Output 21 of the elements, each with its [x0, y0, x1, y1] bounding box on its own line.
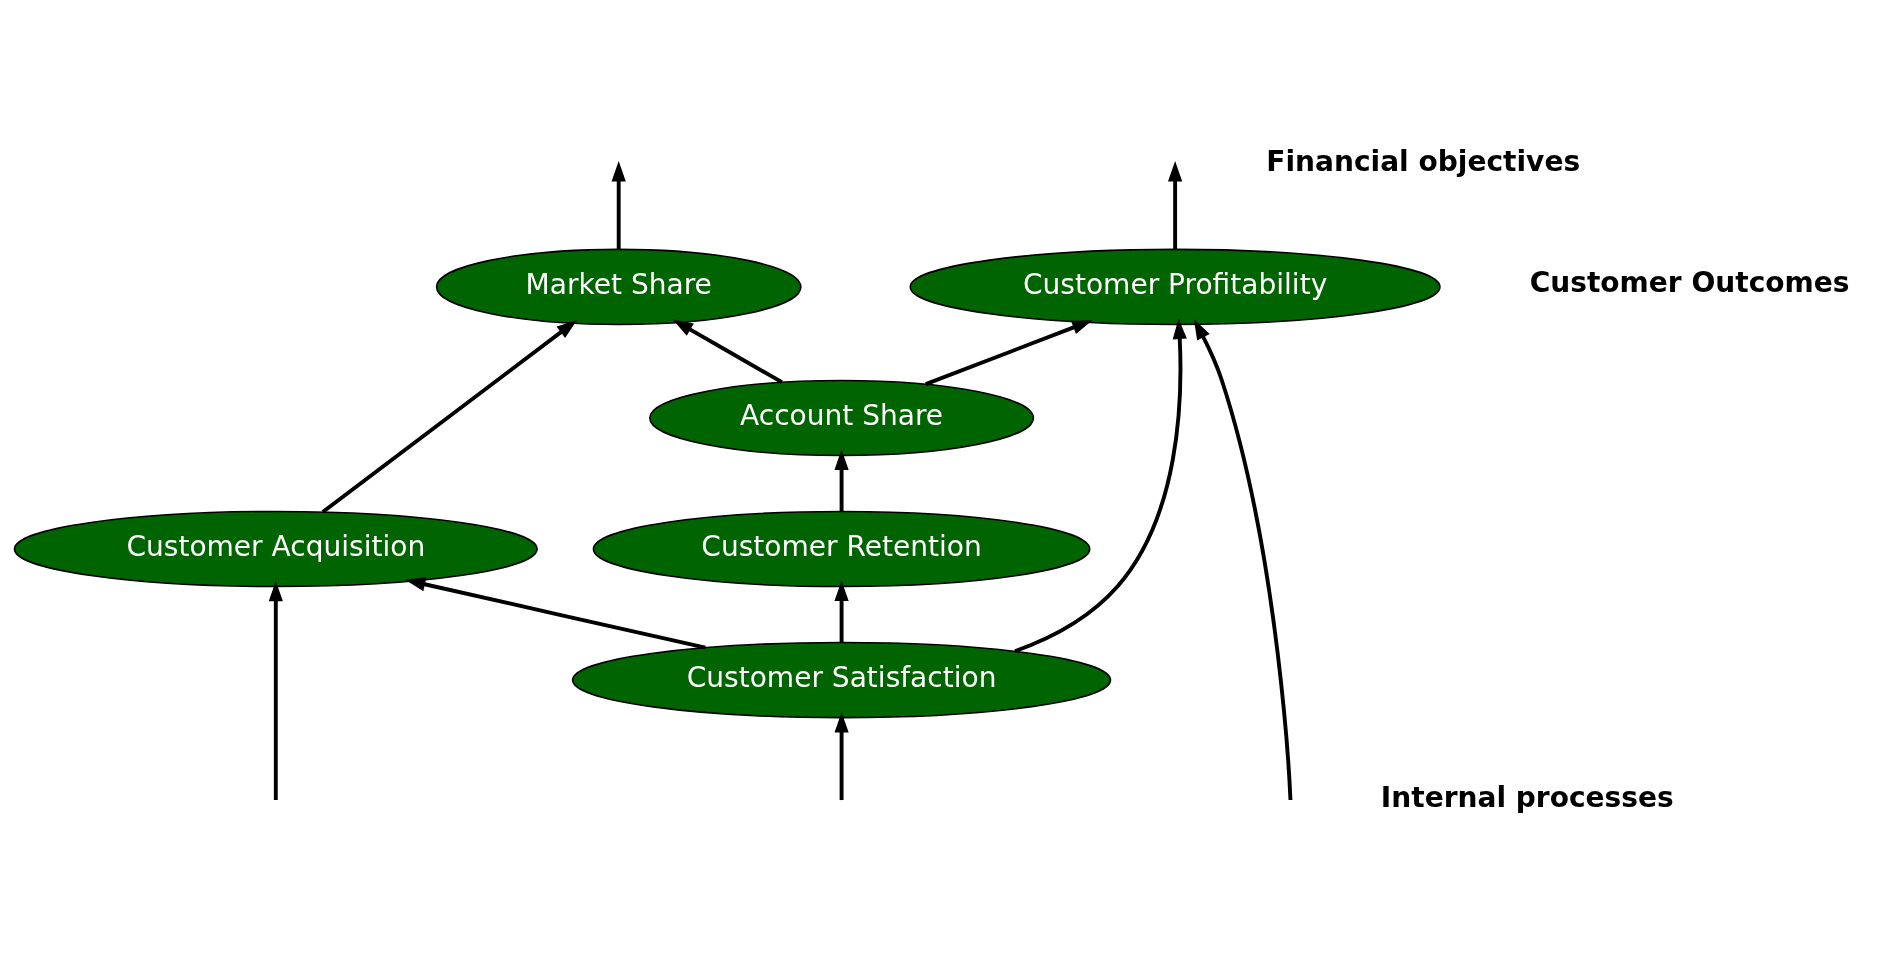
- arrow: [321, 319, 577, 514]
- node-ellipse: Market Share: [435, 248, 802, 325]
- arrow: [611, 160, 626, 249]
- arrow: [268, 580, 283, 800]
- arrow: [405, 576, 706, 650]
- arrow: [834, 711, 849, 800]
- node-ellipse: Customer Profitability: [909, 248, 1441, 325]
- node-ellipse: Customer Satisfaction: [571, 641, 1112, 718]
- label: Financial objectives: [1266, 144, 1581, 178]
- arrow: [834, 449, 849, 511]
- label: Internal processes: [1380, 780, 1674, 814]
- arrow: [1168, 160, 1183, 249]
- arrow: [1014, 318, 1187, 653]
- label: Customer Outcomes: [1529, 265, 1850, 299]
- arrow: [1193, 318, 1293, 800]
- node-ellipse: Customer Retention: [592, 510, 1091, 587]
- arrow: [672, 318, 783, 384]
- node-ellipse: Customer Acquisition: [13, 510, 538, 587]
- arrow: [834, 580, 849, 642]
- arrow: [925, 319, 1093, 386]
- node-ellipse: Account Share: [649, 379, 1035, 456]
